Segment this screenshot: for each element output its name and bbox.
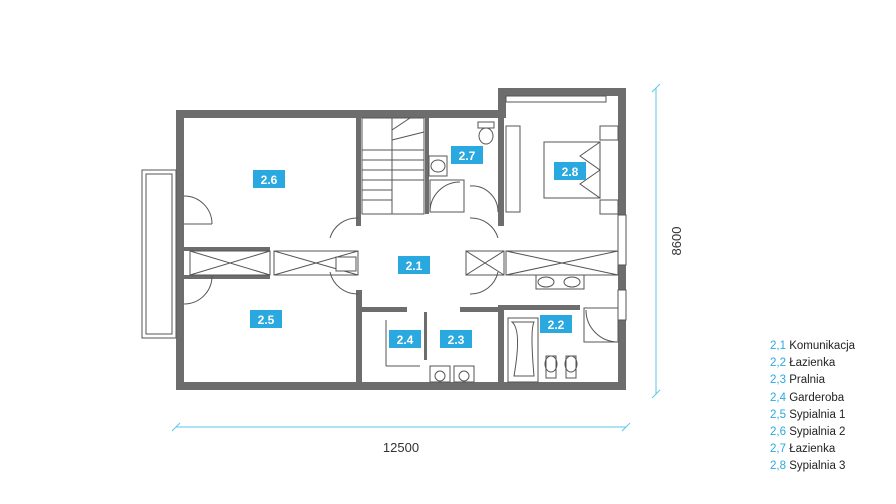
room-tag-2-7: 2.7 <box>451 146 483 164</box>
room-tag-2-6: 2.6 <box>253 170 285 188</box>
dimension-width-label: 12500 <box>383 440 419 455</box>
svg-text:2.4: 2.4 <box>397 333 414 347</box>
svg-text:2.7: 2.7 <box>459 149 476 163</box>
legend-item: 2,1 Komunikacja <box>770 338 855 355</box>
bathroom-2-7-fixtures <box>428 121 521 213</box>
balcony <box>141 169 177 339</box>
wardrobes <box>189 250 619 276</box>
legend-item-name: Łazienka <box>786 357 836 370</box>
svg-text:2.8: 2.8 <box>562 165 579 179</box>
room-tag-2-8: 2.8 <box>554 162 586 180</box>
bed <box>543 125 619 215</box>
legend-item-name: Pralnia <box>786 374 825 387</box>
legend-item: 2,5 Sypialnia 1 <box>770 407 855 424</box>
legend-item: 2,8 Sypialnia 3 <box>770 458 855 475</box>
dimension-height-label: 8600 <box>669 227 684 256</box>
legend-item: 2,2 Łazienka <box>770 355 855 372</box>
room-tag-2-4: 2.4 <box>389 330 421 348</box>
legend-item-number: 2,4 <box>770 391 786 404</box>
room-tag-2-2: 2.2 <box>540 315 572 333</box>
bathroom-2-2-fixtures <box>507 274 619 383</box>
legend-item-name: Sypialnia 2 <box>786 426 846 439</box>
svg-text:2.5: 2.5 <box>258 313 275 327</box>
svg-text:2.2: 2.2 <box>548 318 565 332</box>
legend-item-number: 2,2 <box>770 357 786 370</box>
dimension-width <box>171 422 631 432</box>
room-tag-2-3: 2.3 <box>440 330 472 348</box>
legend-item-number: 2,1 <box>770 340 786 352</box>
room-tag-2-1: 2.1 <box>398 256 430 274</box>
legend-item-number: 2,7 <box>770 443 786 456</box>
legend-item: 2,6 Sypialnia 2 <box>770 424 855 441</box>
legend-item: 2,4 Garderoba <box>770 390 855 407</box>
svg-text:2.6: 2.6 <box>261 173 278 187</box>
legend-item-name: Garderoba <box>786 391 845 404</box>
legend-item-name: Łazienka <box>786 443 836 456</box>
windows <box>505 95 627 321</box>
legend-item-name: Sypialnia 3 <box>786 460 846 473</box>
laundry-fixtures <box>385 320 475 383</box>
dimension-height <box>651 83 661 399</box>
legend-item-number: 2,5 <box>770 408 786 421</box>
svg-text:2.3: 2.3 <box>448 333 465 347</box>
svg-text:2.1: 2.1 <box>406 259 423 273</box>
legend-item-number: 2,6 <box>770 426 786 439</box>
staircase <box>361 117 425 215</box>
legend-item-number: 2,8 <box>770 460 786 473</box>
interior-walls <box>184 118 580 382</box>
legend-item: 2,7 Łazienka <box>770 441 855 458</box>
legend-item-name: Komunikacja <box>786 340 856 352</box>
legend-item-number: 2,3 <box>770 374 786 387</box>
legend-item: 2,3 Pralnia <box>770 372 855 389</box>
legend-item-name: Sypialnia 1 <box>786 408 846 421</box>
room-tag-2-5: 2.5 <box>250 310 282 328</box>
door-swings <box>183 185 499 305</box>
